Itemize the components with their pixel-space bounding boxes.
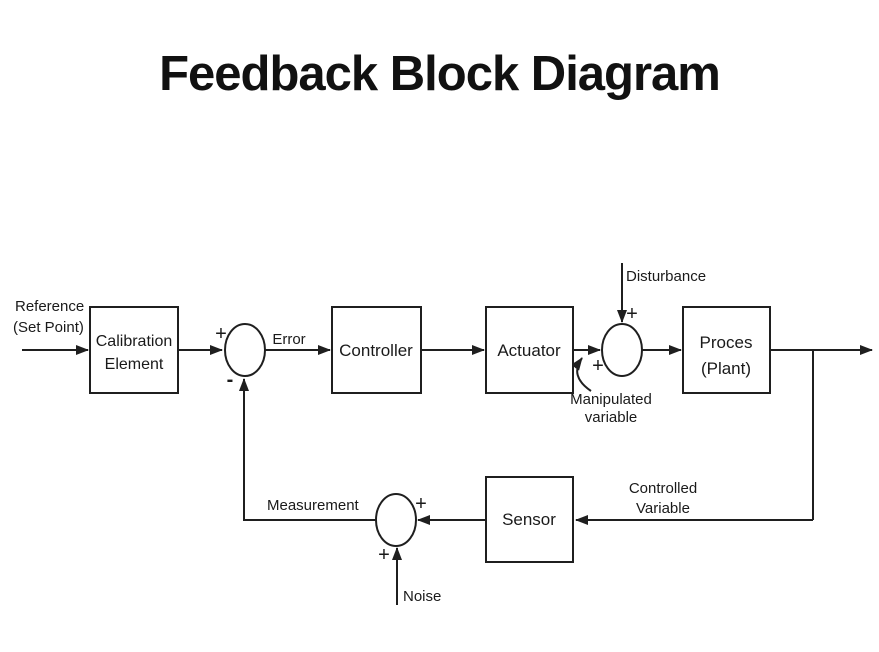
block-process-label-line2: (Plant) bbox=[701, 359, 751, 378]
block-calibration-label-line2: Element bbox=[105, 356, 164, 373]
block-process-label-line1: Proces bbox=[700, 333, 753, 352]
label-controlled-line2: Variable bbox=[636, 500, 690, 517]
label-controlled-line1: Controlled bbox=[629, 480, 697, 497]
label-measurement: Measurement bbox=[267, 497, 360, 514]
label-error: Error bbox=[272, 331, 305, 348]
block-controller-label: Controller bbox=[339, 341, 413, 360]
label-noise: Noise bbox=[403, 588, 441, 605]
sign-sum3-bottom-plus: + bbox=[378, 544, 390, 566]
block-controller bbox=[331, 306, 422, 394]
label-manipulated-line1: Manipulated bbox=[570, 391, 652, 408]
block-calibration-label-line1: Calibration bbox=[96, 333, 172, 350]
arrow-measurement-to-sum1 bbox=[239, 378, 376, 521]
label-reference-line1: Reference bbox=[15, 298, 84, 315]
label-reference-line2: (Set Point) bbox=[13, 319, 84, 336]
summing-junction-error bbox=[224, 323, 266, 377]
summing-junction-disturbance bbox=[601, 323, 643, 377]
block-sensor bbox=[485, 476, 574, 563]
arrow-manipulated-variable-pointer bbox=[570, 357, 592, 392]
sign-sum2-top-plus: + bbox=[626, 303, 638, 325]
sign-sum1-plus: + bbox=[215, 323, 227, 345]
block-actuator bbox=[485, 306, 574, 394]
label-manipulated-line2: variable bbox=[585, 409, 638, 426]
page-title: Feedback Block Diagram bbox=[159, 47, 721, 101]
summing-junction-noise bbox=[375, 493, 417, 547]
block-sensor-label: Sensor bbox=[502, 510, 556, 529]
block-calibration-element bbox=[89, 306, 179, 394]
sign-sum3-right-plus: + bbox=[415, 493, 427, 515]
label-disturbance: Disturbance bbox=[626, 268, 706, 285]
sign-sum1-minus: - bbox=[227, 369, 234, 391]
sign-sum2-left-plus: + bbox=[592, 355, 604, 377]
block-process-plant bbox=[682, 306, 771, 394]
block-actuator-label: Actuator bbox=[497, 341, 561, 360]
